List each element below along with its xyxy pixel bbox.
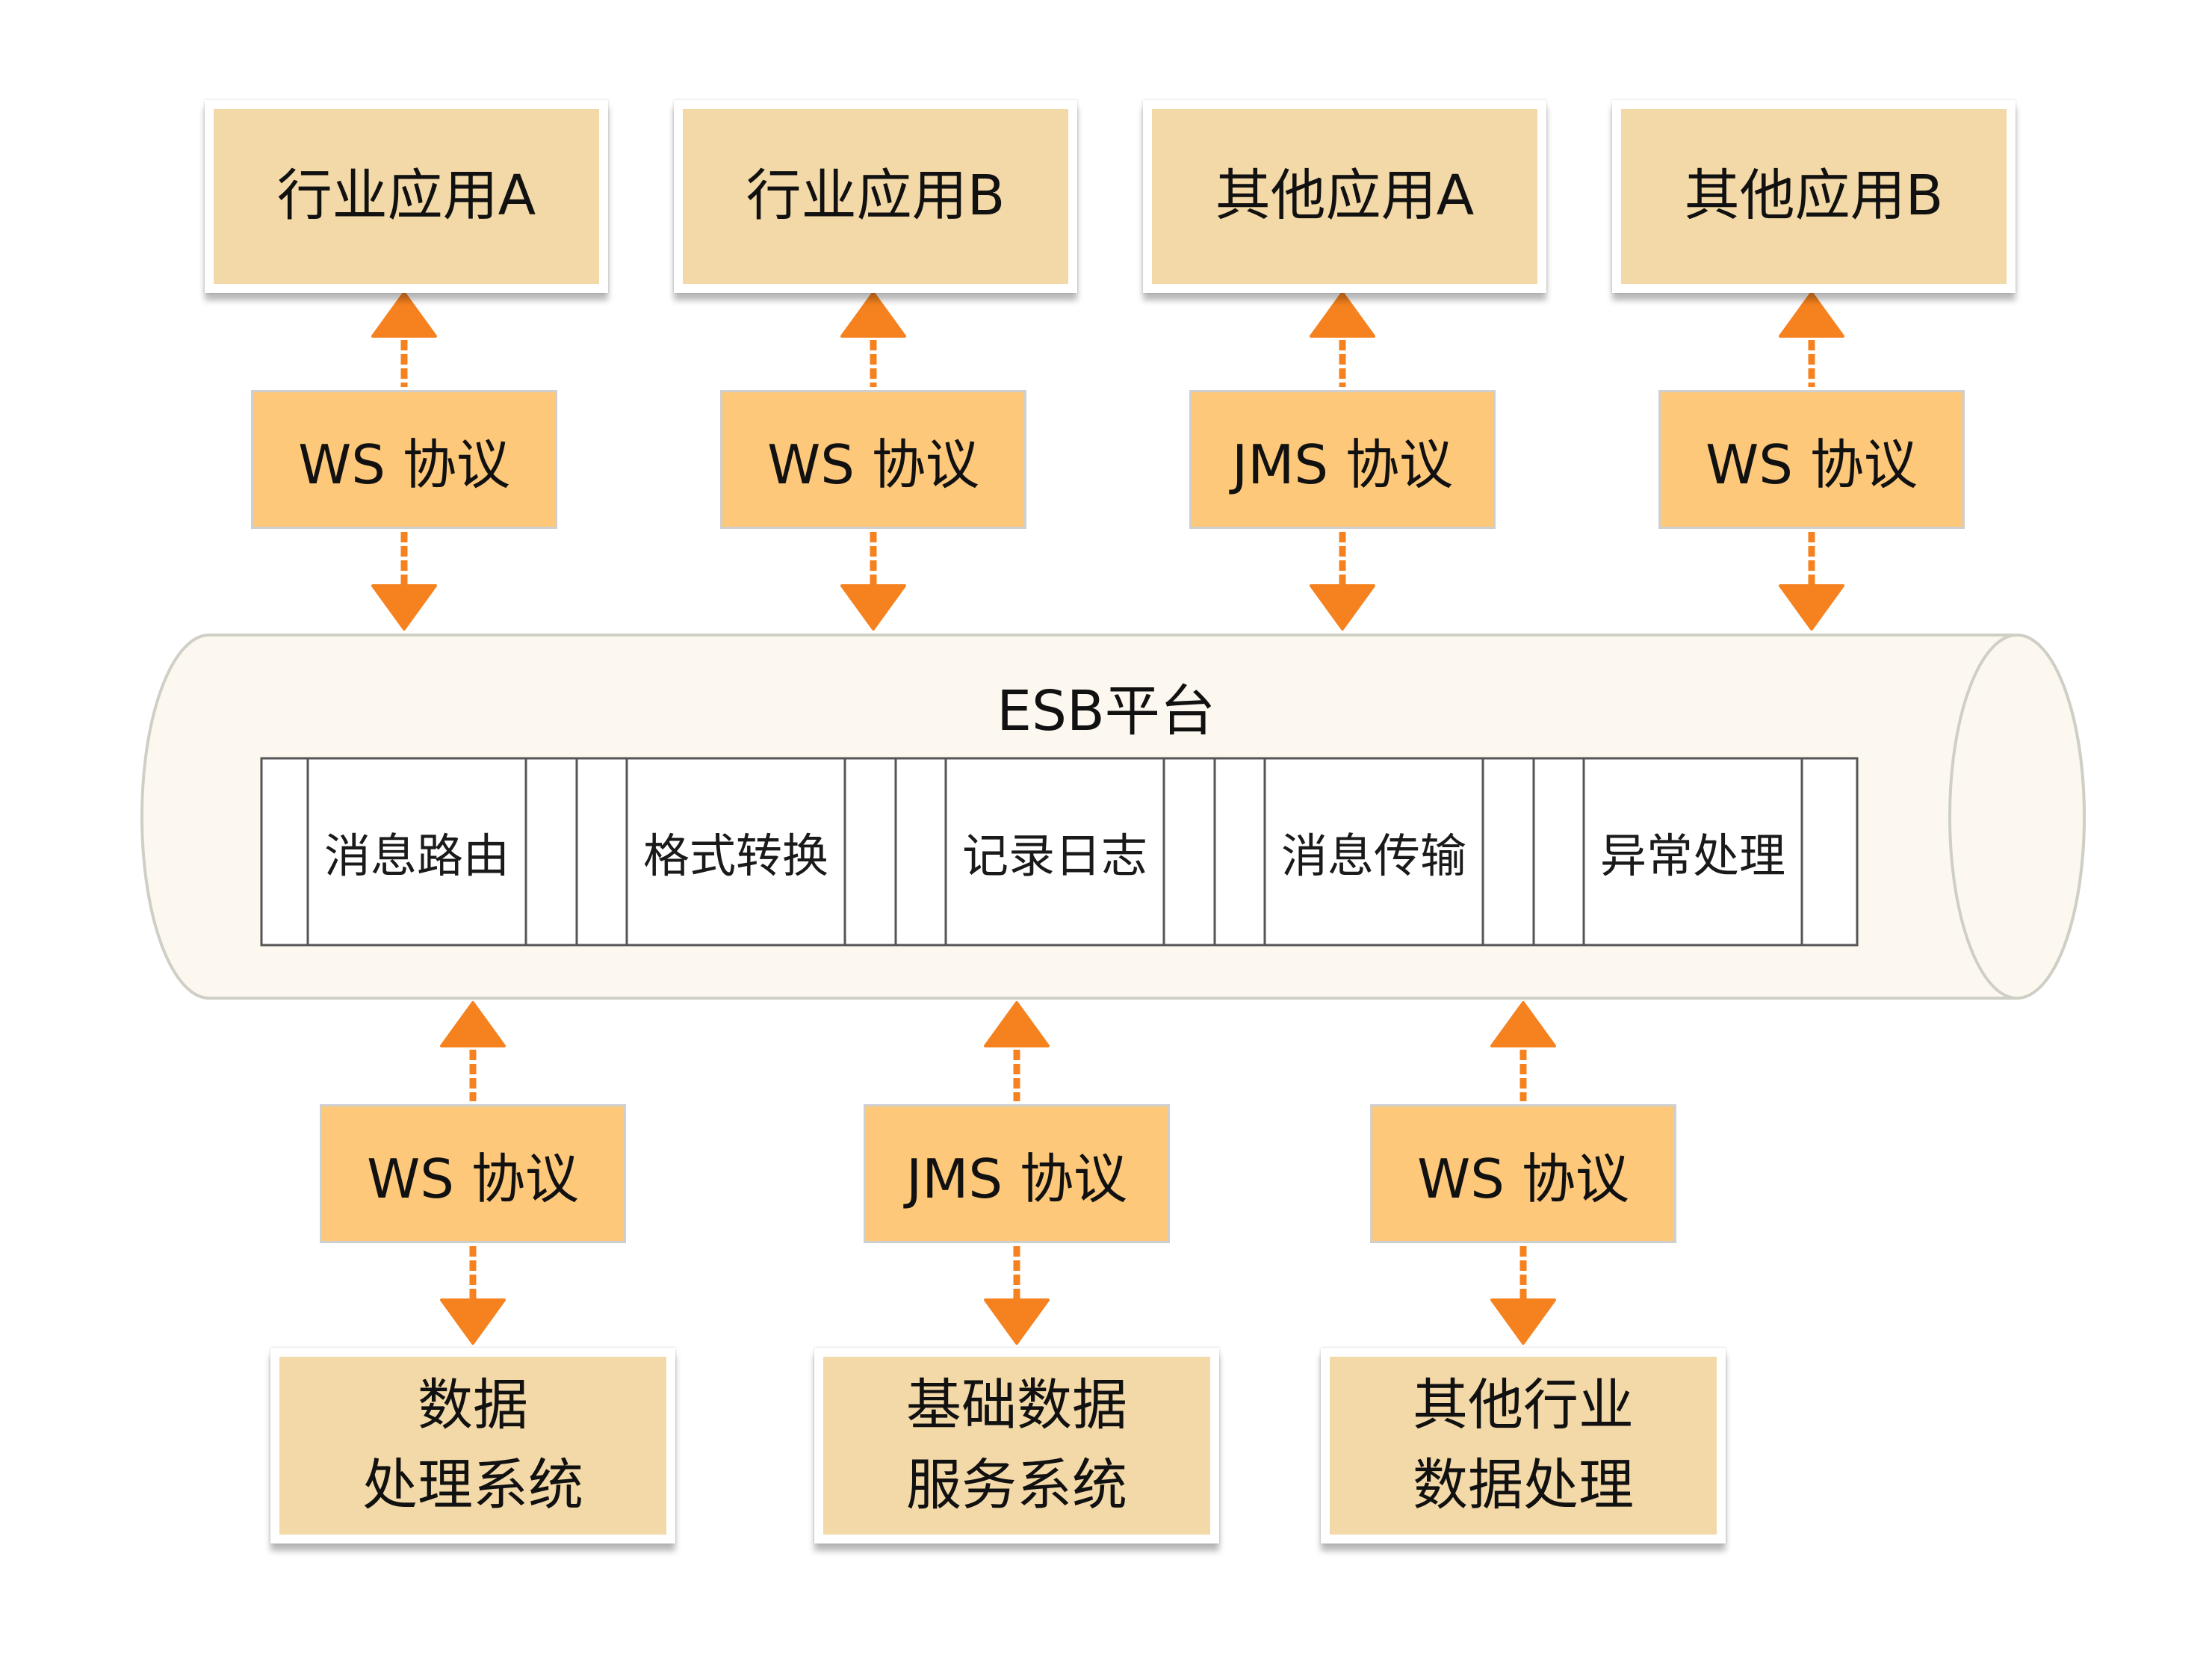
arrow-down-bottom-0	[440, 1246, 506, 1345]
protocol-box-industry-b[interactable]: WS 协议	[720, 390, 1026, 529]
arrow-up-bottom-1	[984, 1001, 1050, 1101]
module-message-transport[interactable]: 消息传输	[1280, 829, 1466, 883]
system-box-basic-data-service[interactable]: 基础数据 服务系统	[814, 1348, 1219, 1544]
esb-cylinder-end-cap	[1948, 634, 2086, 1000]
arrow-down-top-0	[371, 532, 437, 631]
arrow-up-bottom-2	[1490, 1001, 1556, 1101]
arrow-down-top-2	[1310, 532, 1375, 631]
module-strip-frame	[260, 757, 1859, 947]
protocol-box-industry-a[interactable]: WS 协议	[251, 390, 557, 529]
system-box-other-industry-data[interactable]: 其他行业 数据处理	[1321, 1348, 1726, 1544]
arrow-down-bottom-1	[984, 1246, 1050, 1345]
arrow-down-bottom-2	[1490, 1246, 1556, 1345]
module-logging[interactable]: 记录日志	[961, 829, 1147, 883]
protocol-box-other-b[interactable]: WS 协议	[1658, 390, 1965, 529]
protocol-box-other-industry[interactable]: WS 协议	[1370, 1104, 1676, 1243]
esb-platform-title: ESB平台	[997, 679, 1215, 743]
protocol-box-other-a[interactable]: JMS 协议	[1189, 390, 1496, 529]
arrow-down-top-3	[1779, 532, 1844, 631]
module-message-routing[interactable]: 消息路由	[323, 829, 509, 883]
arrow-down-top-1	[840, 532, 906, 631]
arrow-up-top-2	[1310, 291, 1375, 387]
arrow-up-top-1	[840, 291, 906, 387]
arrow-up-top-0	[371, 291, 437, 387]
app-box-industry-a[interactable]: 行业应用A	[205, 100, 608, 293]
esb-module-strip	[260, 757, 1859, 947]
app-box-other-a[interactable]: 其他应用A	[1143, 100, 1546, 293]
system-box-data-processing[interactable]: 数据 处理系统	[270, 1348, 675, 1544]
protocol-box-data-processing[interactable]: WS 协议	[320, 1104, 626, 1243]
app-box-industry-b[interactable]: 行业应用B	[674, 100, 1077, 293]
arrow-up-bottom-0	[440, 1001, 506, 1101]
module-format-conversion[interactable]: 格式转换	[642, 829, 828, 883]
protocol-box-basic-data[interactable]: JMS 协议	[864, 1104, 1170, 1243]
module-exception-handling[interactable]: 异常处理	[1599, 829, 1785, 883]
connection-arrows	[371, 291, 1844, 1345]
module-dividers	[306, 758, 1803, 945]
app-box-other-b[interactable]: 其他应用B	[1612, 100, 2016, 293]
arrow-up-top-3	[1779, 291, 1844, 387]
